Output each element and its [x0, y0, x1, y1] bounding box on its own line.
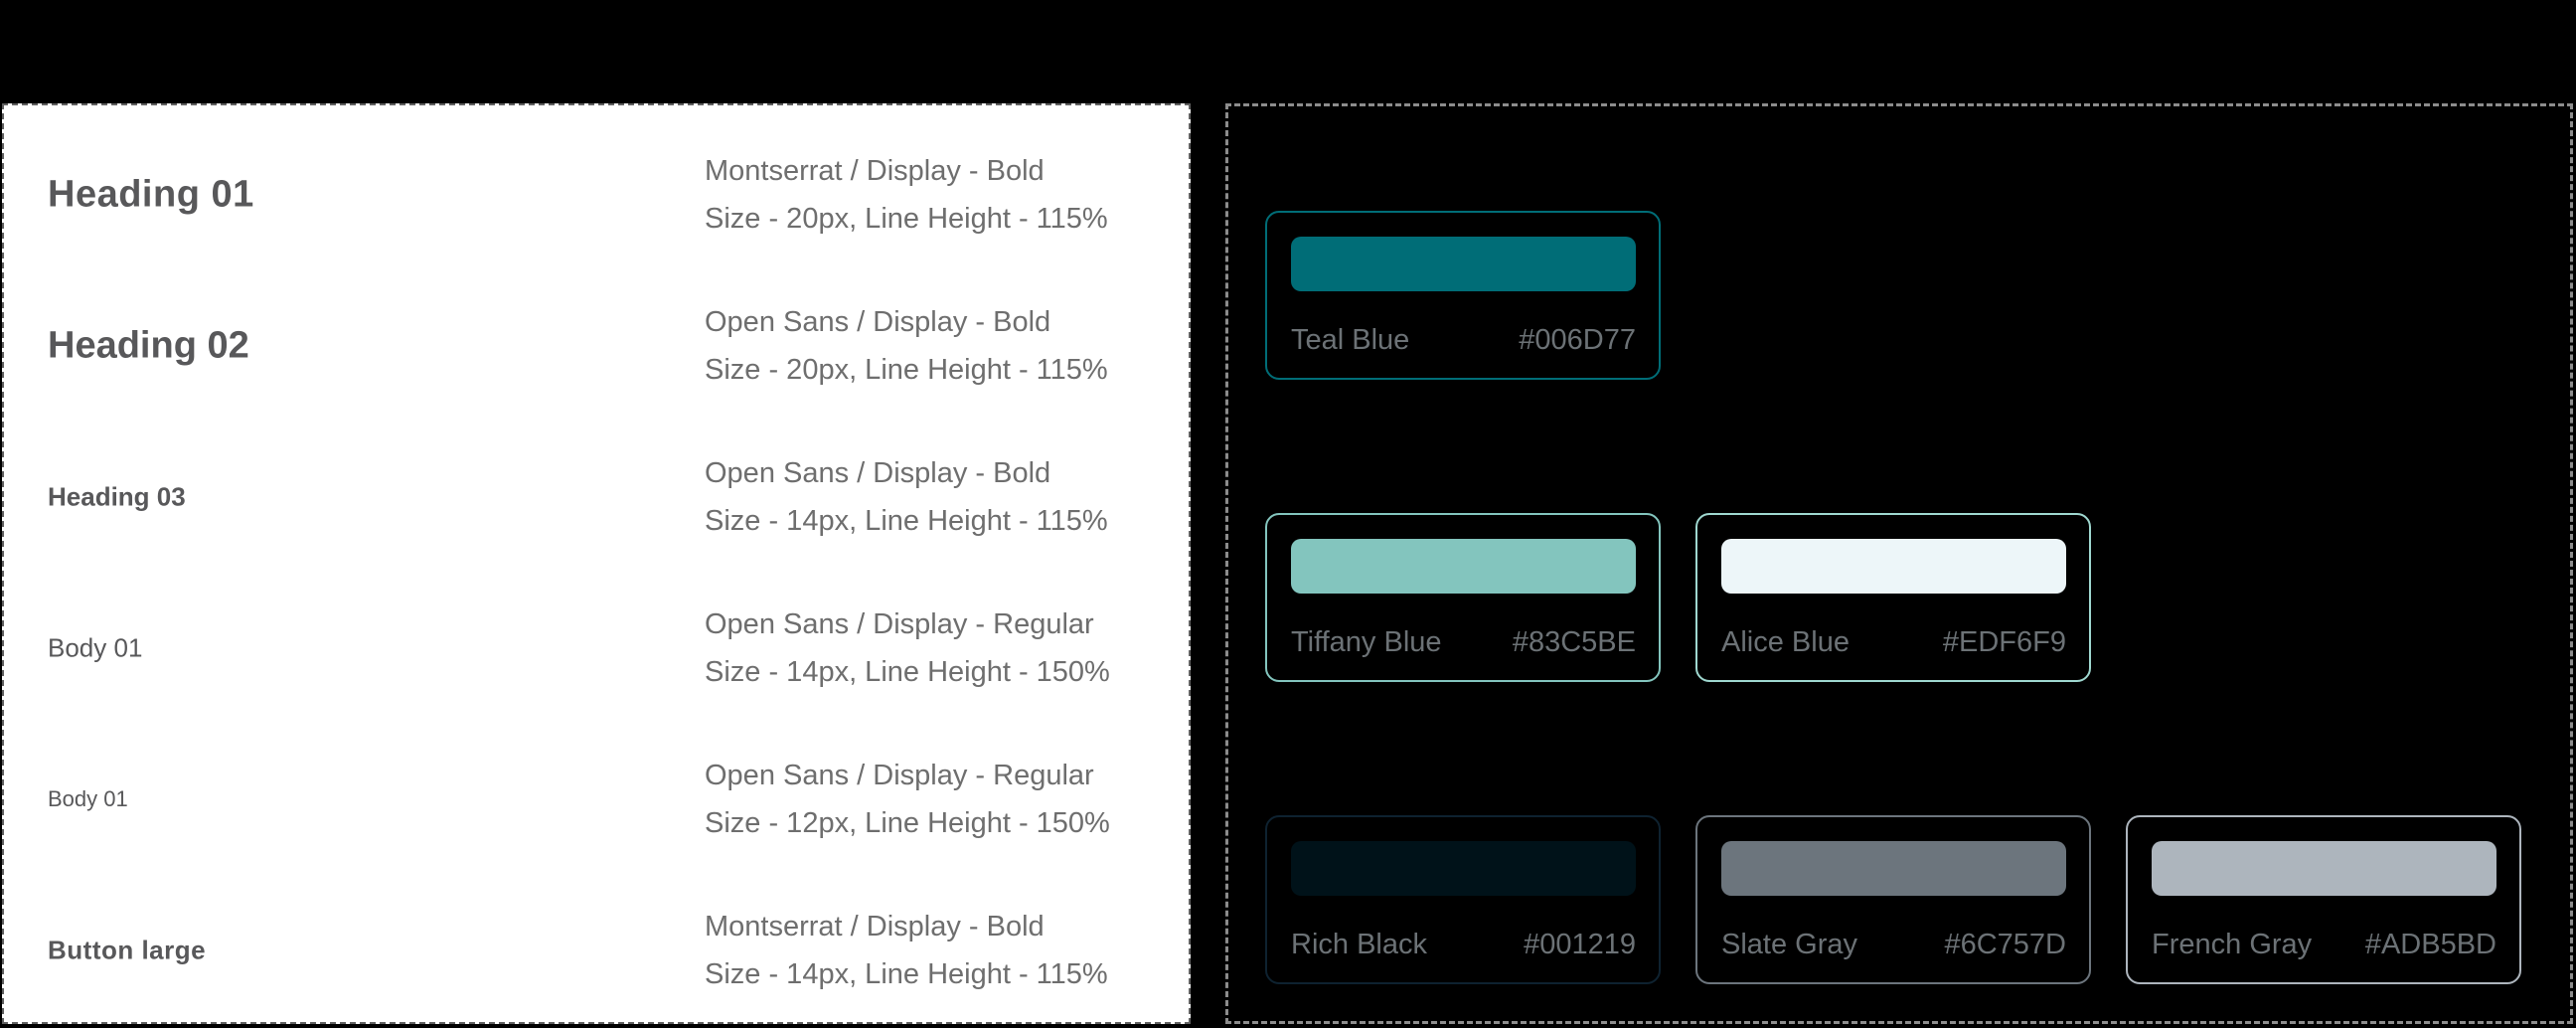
- type-sample-heading-03: Heading 03: [48, 481, 186, 512]
- color-hex: #ADB5BD: [2364, 929, 2496, 960]
- swatch-meta: Rich Black #001219: [1291, 929, 1636, 961]
- color-card-alice-blue: Alice Blue #EDF6F9: [1695, 513, 2091, 682]
- color-card-teal-blue: Teal Blue #006D77: [1265, 211, 1661, 380]
- type-row-heading-02: Heading 02 Open Sans / Display - Bold Si…: [4, 298, 1189, 394]
- type-sample-body-01-small: Body 01: [48, 786, 128, 811]
- color-name: Slate Gray: [1721, 929, 1857, 960]
- type-sample-body-01: Body 01: [48, 632, 143, 663]
- color-name: Teal Blue: [1291, 324, 1410, 356]
- type-spec-font: Open Sans / Display - Bold: [705, 306, 1051, 338]
- type-spec: Montserrat / Display - Bold Size - 14px,…: [705, 903, 1108, 998]
- type-spec-font: Open Sans / Display - Bold: [705, 457, 1051, 489]
- color-hex: #001219: [1524, 929, 1636, 960]
- type-spec-font: Open Sans / Display - Regular: [705, 760, 1094, 791]
- type-spec: Open Sans / Display - Regular Size - 12p…: [705, 752, 1110, 847]
- color-card-slate-gray: Slate Gray #6C757D: [1695, 815, 2091, 984]
- type-row-body-01: Body 01 Open Sans / Display - Regular Si…: [4, 600, 1189, 696]
- colors-panel: Teal Blue #006D77 Tiffany Blue #83C5BE A…: [1225, 103, 2573, 1024]
- swatch-meta: Alice Blue #EDF6F9: [1721, 626, 2066, 659]
- type-row-body-01-small: Body 01 Open Sans / Display - Regular Si…: [4, 752, 1189, 847]
- type-spec-font: Montserrat / Display - Bold: [705, 155, 1045, 187]
- swatch-grid: Teal Blue #006D77 Tiffany Blue #83C5BE A…: [1265, 211, 2521, 984]
- type-spec-font: Montserrat / Display - Bold: [705, 911, 1045, 942]
- color-name: Alice Blue: [1721, 626, 1850, 658]
- type-spec-font: Open Sans / Display - Regular: [705, 608, 1094, 640]
- type-row-heading-01: Heading 01 Montserrat / Display - Bold S…: [4, 147, 1189, 243]
- type-row-button-large: Button large Montserrat / Display - Bold…: [4, 903, 1189, 998]
- swatch-meta: Slate Gray #6C757D: [1721, 929, 2066, 961]
- type-spec-size: Size - 20px, Line Height - 115%: [705, 354, 1108, 386]
- swatch-meta: Teal Blue #006D77: [1291, 324, 1636, 357]
- type-spec: Open Sans / Display - Bold Size - 14px, …: [705, 449, 1108, 545]
- color-name: Rich Black: [1291, 929, 1427, 960]
- type-sample-heading-01: Heading 01: [48, 173, 254, 216]
- type-spec-size: Size - 12px, Line Height - 150%: [705, 807, 1110, 839]
- type-row-heading-03: Heading 03 Open Sans / Display - Bold Si…: [4, 449, 1189, 545]
- color-name: Tiffany Blue: [1291, 626, 1442, 658]
- color-hex: #006D77: [1519, 324, 1636, 356]
- type-spec-size: Size - 14px, Line Height - 115%: [705, 505, 1108, 537]
- type-spec-size: Size - 14px, Line Height - 150%: [705, 656, 1110, 688]
- typography-panel: Heading 01 Montserrat / Display - Bold S…: [2, 103, 1191, 1024]
- color-swatch: [1721, 539, 2066, 594]
- type-spec: Open Sans / Display - Bold Size - 20px, …: [705, 298, 1108, 394]
- type-spec: Montserrat / Display - Bold Size - 20px,…: [705, 147, 1108, 243]
- color-swatch: [1291, 237, 1636, 291]
- color-name: French Gray: [2152, 929, 2313, 960]
- swatch-meta: French Gray #ADB5BD: [2152, 929, 2496, 961]
- color-card-tiffany-blue: Tiffany Blue #83C5BE: [1265, 513, 1661, 682]
- color-hex: #6C757D: [1944, 929, 2066, 960]
- color-swatch: [1291, 841, 1636, 896]
- color-swatch: [2152, 841, 2496, 896]
- color-hex: #83C5BE: [1512, 626, 1636, 658]
- color-card-french-gray: French Gray #ADB5BD: [2126, 815, 2521, 984]
- type-spec-size: Size - 20px, Line Height - 115%: [705, 203, 1108, 235]
- type-sample-button-large: Button large: [48, 935, 207, 965]
- color-card-rich-black: Rich Black #001219: [1265, 815, 1661, 984]
- type-sample-heading-02: Heading 02: [48, 324, 249, 367]
- color-hex: #EDF6F9: [1942, 626, 2066, 658]
- color-swatch: [1291, 539, 1636, 594]
- type-spec: Open Sans / Display - Regular Size - 14p…: [705, 600, 1110, 696]
- color-swatch: [1721, 841, 2066, 896]
- type-spec-size: Size - 14px, Line Height - 115%: [705, 958, 1108, 990]
- swatch-meta: Tiffany Blue #83C5BE: [1291, 626, 1636, 659]
